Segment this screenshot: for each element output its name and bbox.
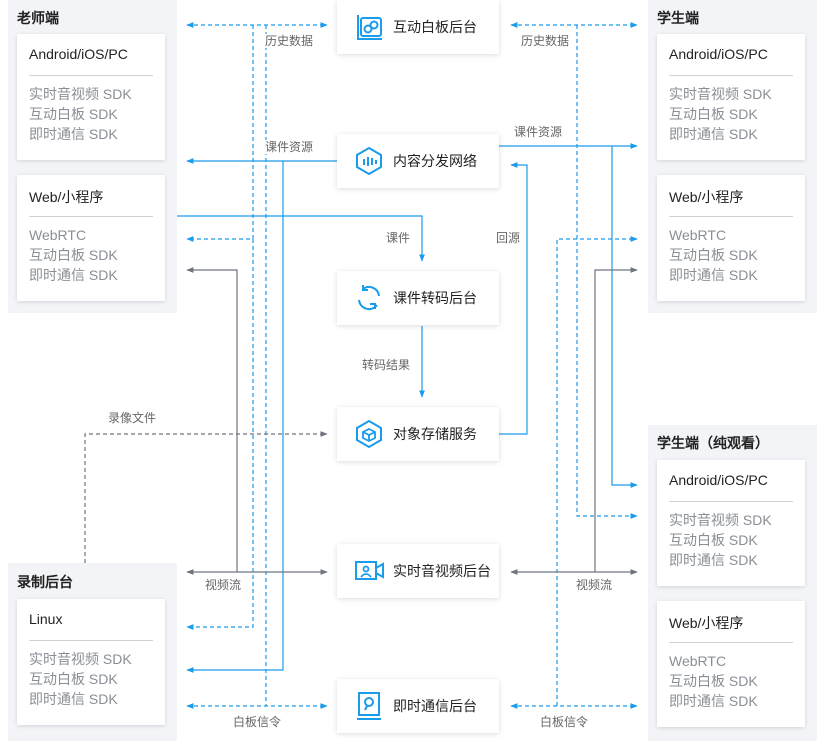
recorder-linux-card: Linux 实时音视频 SDK 互动白板 SDK 即时通信 SDK xyxy=(17,599,165,725)
viewer-web-card: Web/小程序 WebRTC 互动白板 SDK 即时通信 SDK xyxy=(657,601,805,727)
edge-origin xyxy=(499,162,528,435)
card-title: Web/小程序 xyxy=(29,189,104,205)
message-icon xyxy=(357,692,381,720)
label-recording-file: 录像文件 xyxy=(106,411,159,425)
label-courseware: 课件 xyxy=(384,231,413,245)
card-item: 即时通信 SDK xyxy=(669,693,758,709)
card-item: 即时通信 SDK xyxy=(29,691,118,707)
teacher-web-card: Web/小程序 WebRTC 互动白板 SDK 即时通信 SDK xyxy=(17,175,165,301)
student-native-card: Android/iOS/PC 实时音视频 SDK 互动白板 SDK 即时通信 S… xyxy=(657,34,805,160)
edge-wb-recorder xyxy=(186,239,254,630)
card-item: 即时通信 SDK xyxy=(29,267,118,283)
card-title: Android/iOS/PC xyxy=(669,46,768,62)
service-label: 内容分发网络 xyxy=(393,153,477,169)
card-item: 实时音视频 SDK xyxy=(29,86,132,102)
card-divider xyxy=(29,216,153,217)
student-title: 学生端 xyxy=(657,10,699,26)
transcode-icon xyxy=(358,285,380,311)
edge-courseware xyxy=(177,215,425,262)
viewer-native-card: Android/iOS/PC 实时音视频 SDK 互动白板 SDK 即时通信 S… xyxy=(657,460,805,586)
label-history-left: 历史数据 xyxy=(263,34,316,48)
card-item: 互动白板 SDK xyxy=(669,247,758,263)
card-title: Linux xyxy=(29,611,63,627)
card-title: Android/iOS/PC xyxy=(29,46,128,62)
card-title: Web/小程序 xyxy=(669,615,744,631)
viewer-title: 学生端（纯观看） xyxy=(657,435,769,451)
transcode-service: 课件转码后台 xyxy=(337,271,499,325)
label-signal-left: 白板信令 xyxy=(231,715,284,729)
card-item: 互动白板 SDK xyxy=(29,671,118,687)
teacher-title: 老师端 xyxy=(17,10,59,26)
edge-wb-teacher-web xyxy=(186,25,254,242)
storage-icon xyxy=(356,419,382,449)
card-divider xyxy=(29,75,153,76)
service-label: 即时通信后台 xyxy=(393,698,477,714)
teacher-native-card: Android/iOS/PC 实时音视频 SDK 互动白板 SDK 即时通信 S… xyxy=(17,34,165,160)
edge-wb-viewer xyxy=(576,25,638,519)
edge-video-teacher-web xyxy=(186,267,238,572)
student-web-card: Web/小程序 WebRTC 互动白板 SDK 即时通信 SDK xyxy=(657,175,805,301)
edge-res-viewer xyxy=(611,146,638,488)
card-item: 即时通信 SDK xyxy=(669,126,758,142)
card-item: WebRTC xyxy=(669,653,727,669)
card-item: WebRTC xyxy=(669,227,727,243)
edge-recording-file xyxy=(84,431,328,563)
storage-service: 对象存储服务 xyxy=(337,407,499,461)
im-service: 即时通信后台 xyxy=(337,679,499,733)
label-origin: 回源 xyxy=(494,231,523,245)
card-divider xyxy=(669,642,793,643)
label-transcode-result: 转码结果 xyxy=(360,358,413,372)
card-item: 即时通信 SDK xyxy=(669,267,758,283)
card-title: Android/iOS/PC xyxy=(669,472,768,488)
edge-wb-student-web xyxy=(556,236,638,706)
label-res-left: 课件资源 xyxy=(263,140,316,154)
card-divider xyxy=(29,640,153,641)
video-camera-icon xyxy=(355,561,384,580)
card-item: 互动白板 SDK xyxy=(669,106,758,122)
trtc-service: 实时音视频后台 xyxy=(337,544,499,598)
card-divider xyxy=(669,501,793,502)
card-item: WebRTC xyxy=(29,227,87,243)
service-label: 对象存储服务 xyxy=(393,426,477,442)
card-item: 实时音视频 SDK xyxy=(669,86,772,102)
cdn-icon xyxy=(356,146,382,176)
recorder-title: 录制后台 xyxy=(17,574,73,590)
card-divider xyxy=(669,75,793,76)
card-divider xyxy=(669,216,793,217)
cdn-service: 内容分发网络 xyxy=(337,134,499,188)
card-item: 即时通信 SDK xyxy=(29,126,118,142)
edge-video-student-web xyxy=(594,267,638,572)
card-item: 互动白板 SDK xyxy=(29,247,118,263)
card-item: 互动白板 SDK xyxy=(669,673,758,689)
service-label: 课件转码后台 xyxy=(393,290,477,306)
service-label: 互动白板后台 xyxy=(393,19,477,35)
label-video-left: 视频流 xyxy=(203,578,244,592)
label-history-right: 历史数据 xyxy=(519,34,572,48)
card-item: 互动白板 SDK xyxy=(29,106,118,122)
label-res-right: 课件资源 xyxy=(512,125,565,139)
card-title: Web/小程序 xyxy=(669,189,744,205)
label-signal-right: 白板信令 xyxy=(538,715,591,729)
card-item: 实时音视频 SDK xyxy=(669,512,772,528)
card-item: 即时通信 SDK xyxy=(669,552,758,568)
label-video-right: 视频流 xyxy=(574,578,615,592)
service-label: 实时音视频后台 xyxy=(393,563,491,579)
whiteboard-icon xyxy=(357,15,382,40)
whiteboard-service: 互动白板后台 xyxy=(337,0,499,54)
card-item: 互动白板 SDK xyxy=(669,532,758,548)
card-item: 实时音视频 SDK xyxy=(29,651,132,667)
edge-cdn-recorder xyxy=(186,161,284,673)
